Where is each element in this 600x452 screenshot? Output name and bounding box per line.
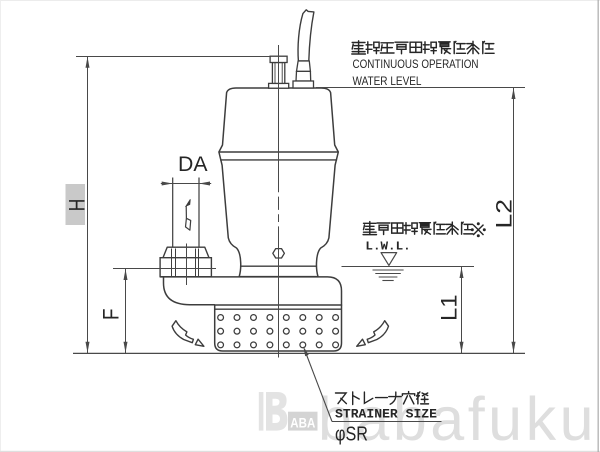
svg-text:STRAINER SIZE: STRAINER SIZE — [335, 408, 437, 422]
svg-text:H: H — [65, 199, 90, 212]
svg-text:DA: DA — [178, 153, 208, 176]
svg-text:L.W.L.: L.W.L. — [365, 239, 410, 253]
svg-text:F: F — [99, 309, 124, 321]
svg-text:WATER LEVEL: WATER LEVEL — [353, 74, 422, 88]
svg-text:φSR: φSR — [335, 423, 368, 445]
svg-text:CONTINUOUS OPERATION: CONTINUOUS OPERATION — [353, 57, 479, 71]
svg-text:L1: L1 — [437, 295, 462, 322]
svg-text:ABA: ABA — [290, 415, 315, 430]
svg-text:L2: L2 — [492, 199, 517, 229]
